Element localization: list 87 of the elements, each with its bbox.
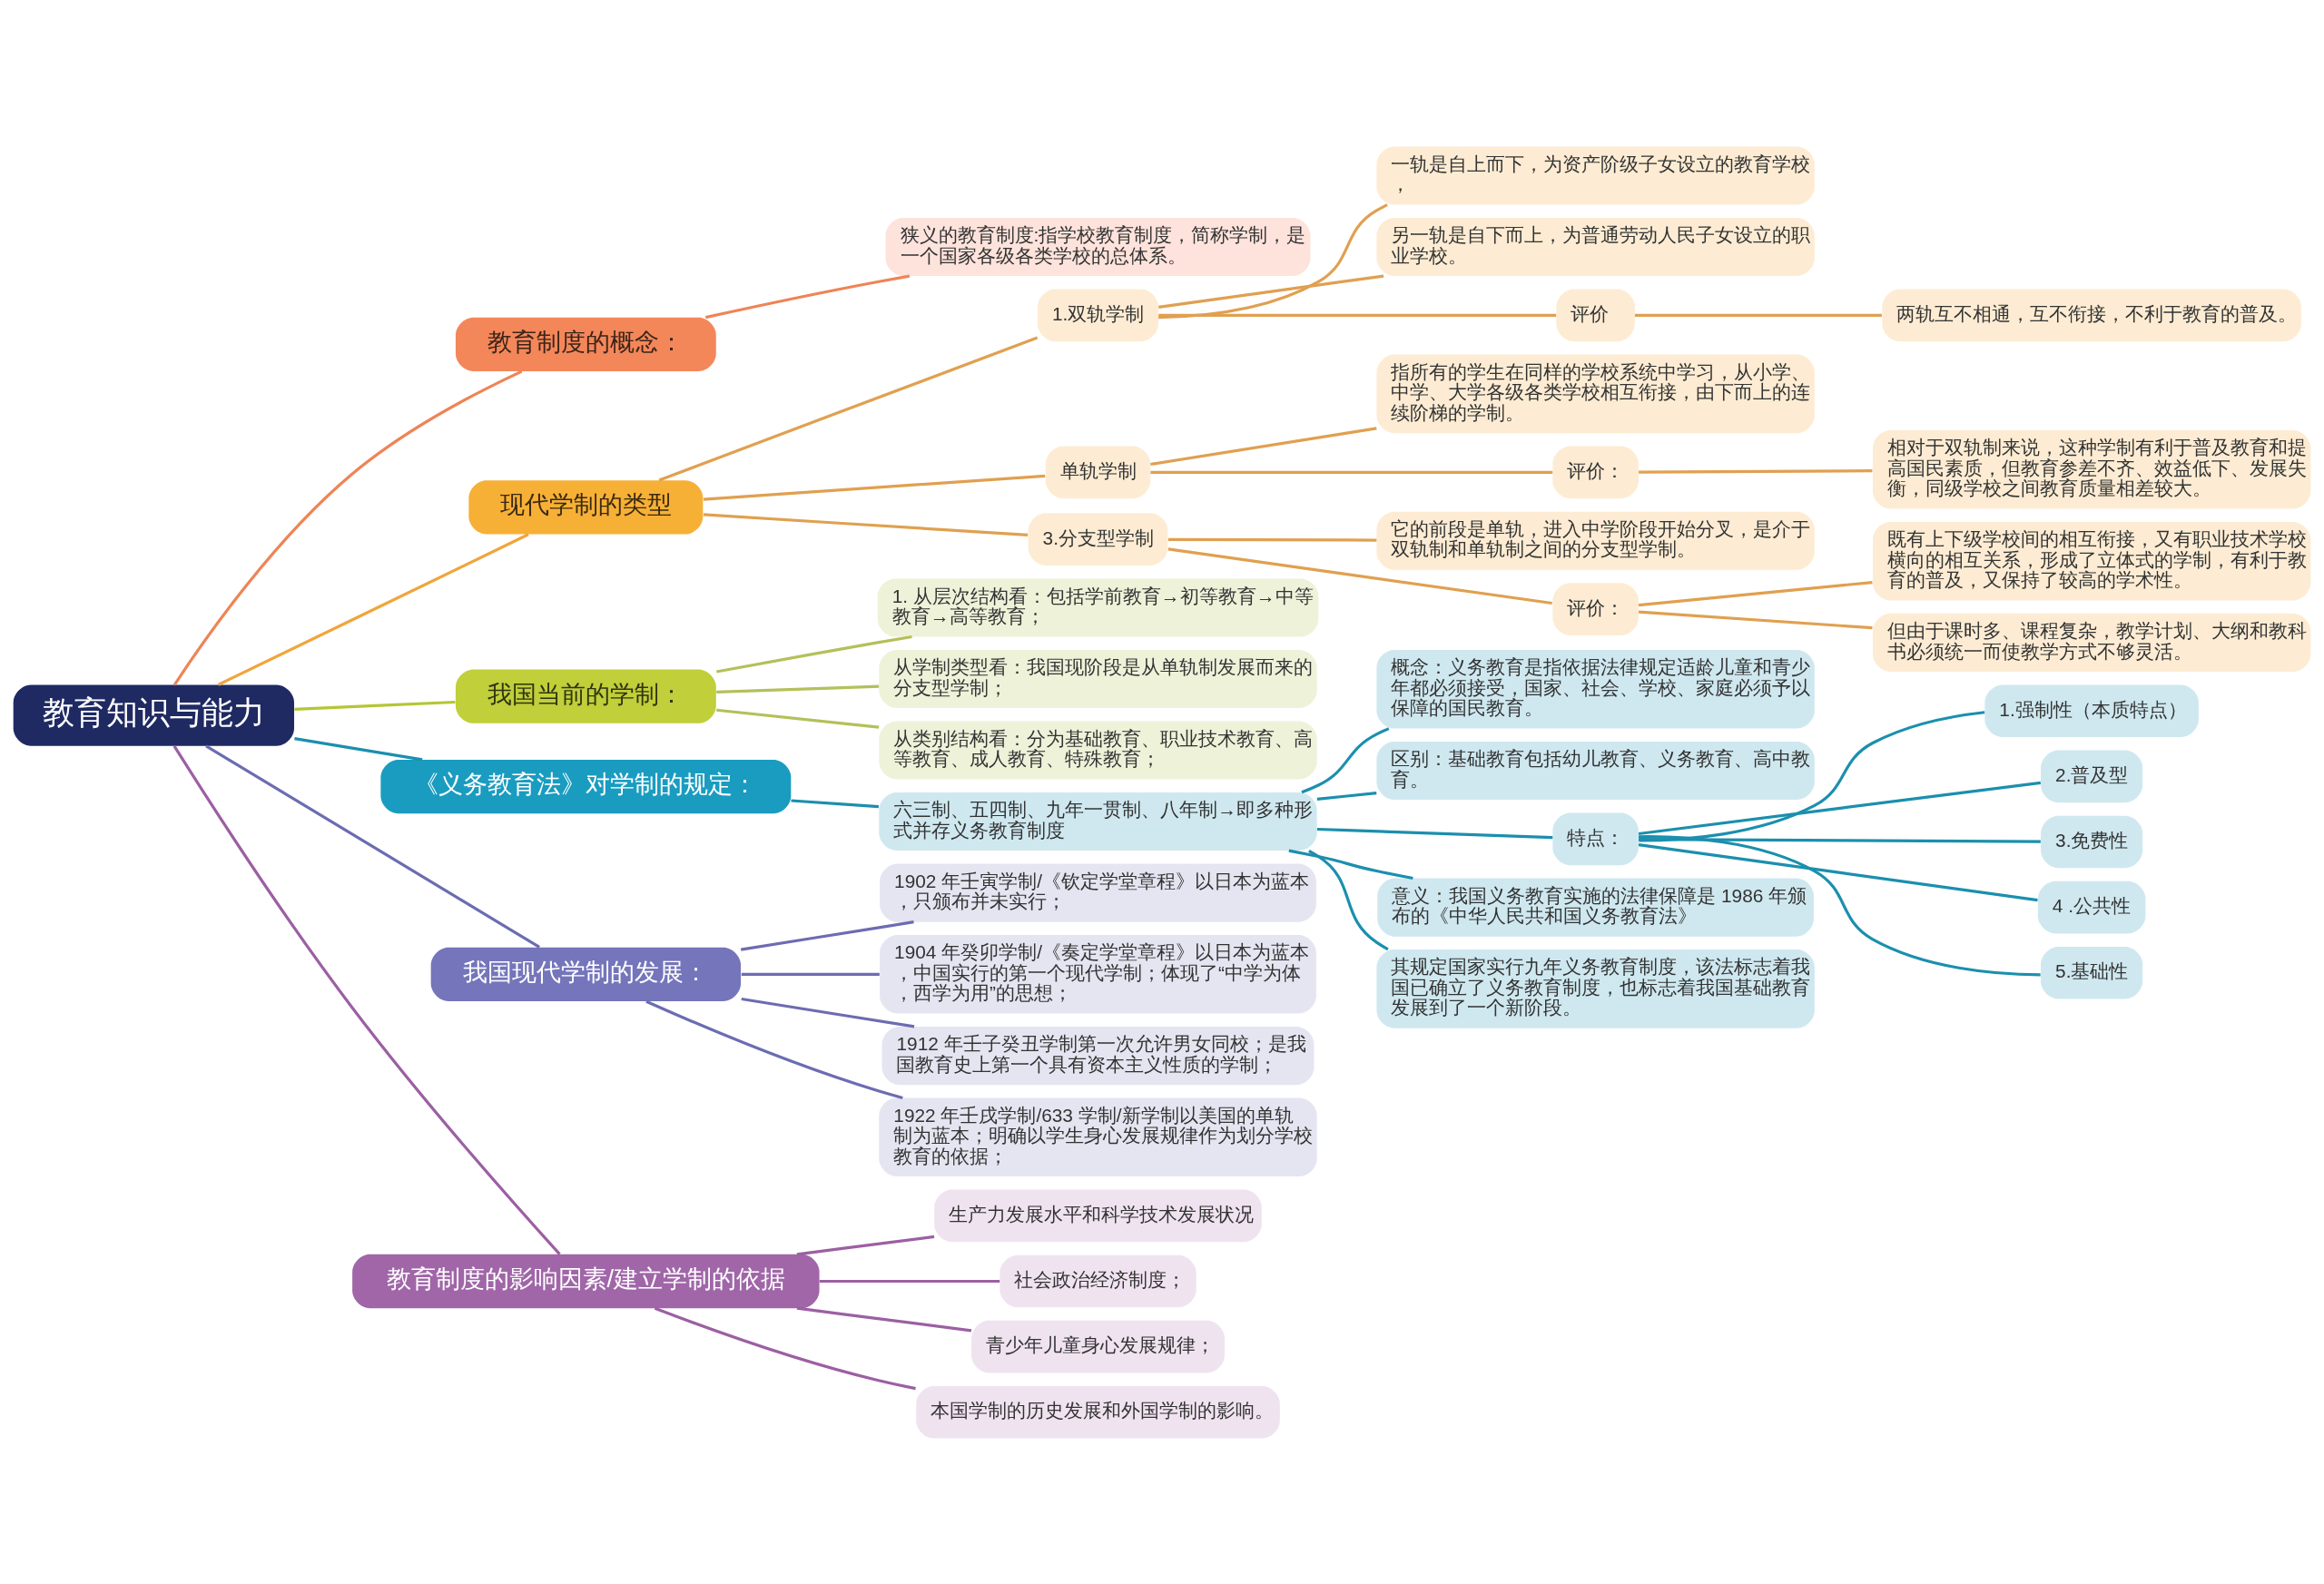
connector (1639, 837, 2041, 843)
node-box: 概念：义务教育是指依据法律规定适龄儿童和青少年都必须接受，国家、社会、学校、家庭必须予以保障的国民教育。 (1376, 649, 1815, 728)
connector (741, 997, 915, 1028)
connector (294, 700, 456, 711)
connector (1150, 426, 1377, 466)
connector (715, 635, 912, 674)
connector (703, 512, 1029, 536)
connector (1316, 827, 1553, 839)
connector (1158, 313, 1557, 317)
node-box: 3.免费性 (2041, 815, 2143, 868)
connector (716, 684, 880, 694)
node-box: 但由于课时多、课程复杂，教学计划、大纲和教科书必须统一而使教学方式不够灵活。 (1872, 613, 2311, 672)
connector (1639, 834, 2041, 976)
node-box: 1.双轨学制 (1037, 288, 1158, 341)
node-box: 1904 年癸卯学制/《奏定学堂章程》以日本为蓝本，中国实行的第一个现代学制；体现了“中学为体，西学为用”的思想； (880, 934, 1316, 1014)
connector (1167, 537, 1377, 542)
connector (740, 920, 914, 951)
node-box: 现代学制的类型 (468, 479, 704, 534)
connector (791, 798, 879, 808)
connector (1634, 313, 1882, 317)
node-box: 《义务教育法》对学制的规定： (380, 759, 792, 813)
node-box: 本国学制的历史发展和外国学制的影响。 (916, 1385, 1280, 1439)
connector (658, 335, 1039, 482)
connector (645, 999, 903, 1099)
node-box: 既有上下级学校间的相互衔接，又有职业技术学校横向的相互关系，形成了立体式的学制，有利于教育的普及，又保持了较高的学术性。 (1872, 521, 2311, 600)
node-box: 4 .公共性 (2037, 881, 2146, 933)
connector (796, 1235, 935, 1255)
node-box: 一轨是自上而下，为资产阶级子女设立的教育学校， (1376, 145, 1815, 204)
node-box: 1. 从层次结构看：包括学前教育→初等教育→中等教育→高等教育； (877, 577, 1319, 636)
node-box: 我国当前的学制： (455, 669, 716, 723)
node-box: 其规定国家实行九年义务教育制度，该法标志着我国已确立了义务教育制度，也标志着我国基础教育发展到了一个新阶段。 (1376, 949, 1815, 1028)
node-box: 社会政治经济制度； (1000, 1254, 1196, 1307)
connector (205, 744, 540, 949)
node-box: 教育制度的概念： (455, 317, 716, 371)
node-box: 1922 年壬戌学制/633 学制/新学制以美国的单轨制为蓝本；明确以学生身心发展规律作为划分学校教育的依据； (879, 1097, 1317, 1176)
node-box: 从类别结构看：分为基础教育、职业技术教育、高等教育、成人教育、特殊教育； (879, 720, 1317, 780)
node-box: 评价： (1552, 582, 1639, 635)
connector (1638, 610, 1873, 629)
node-box: 评价： (1552, 446, 1639, 498)
node-box: 区别：基础教育包括幼儿教育、义务教育、高中教育。 (1376, 741, 1815, 800)
node-box: 青少年儿童身心发展规律； (971, 1320, 1225, 1372)
connector (1301, 726, 1390, 793)
node-box: 3.分支型学制 (1028, 512, 1168, 566)
connector (1158, 273, 1384, 309)
connector (716, 708, 880, 729)
connector (819, 1279, 1000, 1283)
connector (1308, 849, 1389, 950)
node-box: 相对于双轨制来说，这种学制有利于普及教育和提高国民素质，但教育参差不齐、效益低下、发展失衡，同级学校之间教育质量相差较大。 (1872, 429, 2311, 508)
connector (654, 1306, 916, 1390)
node-box: 单轨学制 (1045, 446, 1151, 498)
connector (1639, 710, 1985, 842)
node-box: 1.强制性（本质特点） (1984, 684, 2199, 737)
connector (704, 274, 911, 319)
node-box: 评价 (1556, 288, 1635, 341)
connector (1638, 842, 2038, 901)
node-box: 特点： (1552, 812, 1639, 865)
connector (1167, 546, 1552, 605)
node-box: 2.普及型 (2041, 750, 2143, 802)
node-box: 我国现代学制的发展： (430, 947, 741, 1001)
node-box: 1902 年壬寅学制/《钦定学堂章程》以日本为蓝本，只颁布并未实行； (880, 863, 1316, 922)
connector (1316, 791, 1377, 801)
node-box: 两轨互不相通，互不衔接，不利于教育的普及。 (1882, 288, 2301, 341)
node-box: 另一轨是自下而上，为普通劳动人民子女设立的职业学校。 (1376, 217, 1815, 276)
connector (741, 972, 880, 976)
connector (1638, 580, 1873, 606)
node-box: 5.基础性 (2041, 946, 2143, 999)
node-box: 它的前段是单轨，进入中学阶段开始分叉，是介于双轨制和单轨制之间的分支型学制。 (1376, 511, 1815, 570)
connector (172, 369, 523, 685)
node-box: 从学制类型看：我国现阶段是从单轨制发展而来的分支型学制； (879, 649, 1317, 708)
connector (1158, 202, 1388, 319)
connector (1639, 468, 1873, 474)
node-box: 教育知识与能力 (13, 684, 294, 746)
connector (1288, 849, 1413, 880)
connector (796, 1306, 972, 1332)
connector (218, 532, 529, 686)
node-box: 教育制度的影响因素/建立学制的依据 (352, 1254, 820, 1308)
node-box: 指所有的学生在同样的学校系统中学习，从小学、中学、大学各级各类学校相互衔接，由下而上的连续阶梯的学制。 (1376, 354, 1815, 433)
node-box: 意义：我国义务教育实施的法律保障是 1986 年颁布的《中华人民共和国义务教育法》 (1377, 878, 1814, 937)
node-box: 生产力发展水平和科学技术发展状况 (934, 1189, 1262, 1242)
node-box: 1912 年壬子癸丑学制第一次允许男女同校；是我国教育史上第一个具有资本主义性质的学制； (881, 1026, 1315, 1085)
node-box: 狭义的教育制度:指学校教育制度，简称学制，是一个国家各级各类学校的总体系。 (885, 217, 1311, 276)
connector (1150, 470, 1553, 474)
connector (703, 474, 1046, 501)
connector (172, 744, 561, 1255)
node-box: 六三制、五四制、九年一贯制、八年制→即多种形式并存义务教育制度 (879, 792, 1317, 851)
connector (294, 736, 423, 761)
connector (1638, 781, 2042, 835)
